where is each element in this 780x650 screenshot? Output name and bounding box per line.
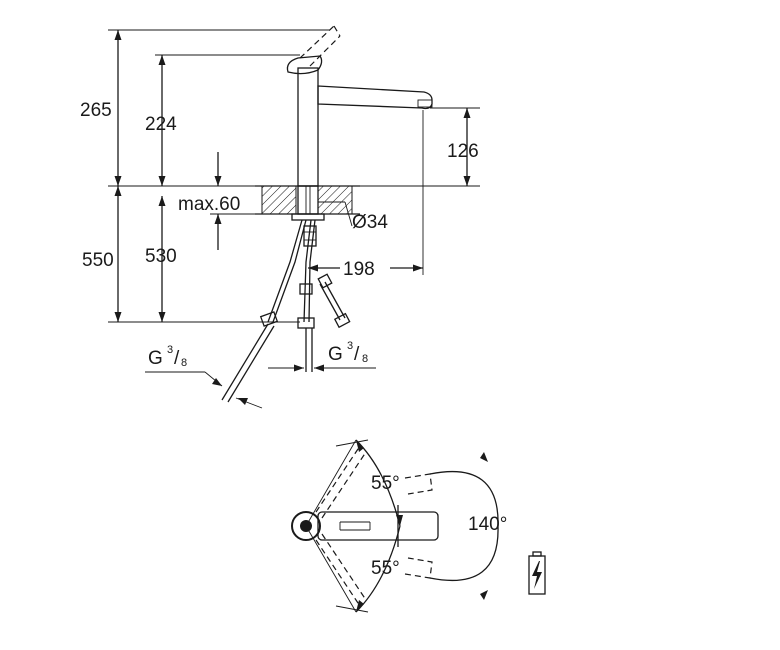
dimension-224: 224 — [145, 55, 177, 186]
side-view: 265 224 126 550 530 — [80, 25, 480, 409]
thread-right-denominator: 8 — [362, 353, 368, 365]
dim-550-label: 550 — [82, 250, 114, 271]
thread-right-slash: / — [354, 344, 360, 365]
thread-right-numerator: 3 — [347, 340, 353, 352]
angle-arcs — [305, 439, 499, 613]
thread-right-main: G — [328, 344, 343, 365]
angle-total-label: 140° — [468, 514, 507, 535]
dim-max60-label: max.60 — [178, 194, 240, 215]
dimension-198: 198 — [308, 110, 424, 280]
connection-thread-left: G 3 / 8 — [145, 344, 263, 409]
angle-upper-label: 55° — [371, 473, 400, 494]
dimension-126: 126 — [447, 108, 479, 186]
swivel-positions — [315, 445, 433, 607]
angle-lower-label: 55° — [371, 558, 400, 579]
thread-left-numerator: 3 — [167, 344, 173, 356]
dim-224-label: 224 — [145, 114, 177, 135]
thread-left-denominator: 8 — [181, 357, 187, 369]
dimension-max60: max.60 — [178, 152, 262, 250]
mounting-shank — [291, 185, 325, 221]
dimension-diameter-34: Ø34 — [318, 201, 388, 233]
dim-198-label: 198 — [343, 259, 375, 280]
dimension-265: 265 — [80, 30, 122, 186]
dim-530-label: 530 — [145, 246, 177, 267]
battery-lightning-icon — [528, 551, 546, 595]
dim-diameter-label: Ø34 — [352, 212, 388, 233]
dim-126-label: 126 — [447, 141, 479, 162]
faucet-lever — [286, 25, 341, 75]
thread-left-main: G — [148, 348, 163, 369]
thread-left-slash: / — [174, 348, 180, 369]
connection-thread-right: G 3 / 8 — [268, 340, 376, 372]
supply-hoses — [221, 219, 351, 403]
dim-265-label: 265 — [80, 100, 112, 121]
dimension-530: 530 — [145, 196, 177, 322]
faucet-body — [297, 67, 433, 187]
top-view: 55° 55° 140° — [291, 439, 507, 613]
countertop — [255, 185, 360, 215]
dimension-550: 550 — [82, 186, 122, 322]
top-view-spout — [291, 511, 439, 541]
